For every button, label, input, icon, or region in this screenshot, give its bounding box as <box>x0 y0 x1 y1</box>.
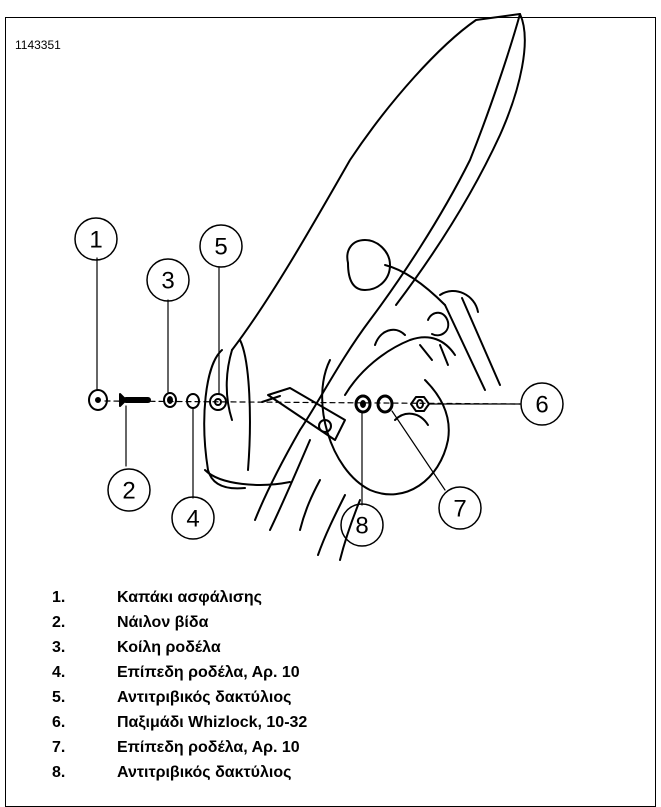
mirror-drawing <box>346 239 501 391</box>
figure-id: 1143351 <box>15 38 61 52</box>
callout-label-2: 2 <box>122 478 135 505</box>
legend-text: Αντιτριβικός δακτύλιος <box>117 764 292 781</box>
legend-text: Παξιμάδι Whizlock, 10-32 <box>117 714 308 731</box>
legend-number: 4. <box>52 664 66 681</box>
legend-number: 5. <box>52 689 66 706</box>
lower-housing-drawing <box>299 328 456 561</box>
callout-circle-2 <box>107 468 151 512</box>
clamp-bracket-drawing <box>261 387 346 441</box>
legend-number: 1. <box>52 589 66 606</box>
legend-text: Καπάκι ασφάλισης <box>117 589 262 606</box>
legend-number: 3. <box>52 639 66 656</box>
callout-circle-6 <box>520 382 564 426</box>
legend-number: 7. <box>52 739 66 756</box>
legend-item: 2. Νάιλον βίδα <box>0 613 661 633</box>
legend-item: 3. Κοίλη ροδέλα <box>0 638 661 658</box>
exploded-parts-diagram: 1 2 3 4 5 6 7 8 <box>74 13 564 561</box>
fork-leg-drawing <box>203 339 311 531</box>
callout-label-6: 6 <box>535 392 548 419</box>
callout-label-5: 5 <box>214 234 227 261</box>
legend-item: 7. Επίπεδη ροδέλα, Αρ. 10 <box>0 738 661 758</box>
callout-label-3: 3 <box>161 268 174 295</box>
callout-label-7: 7 <box>453 496 466 523</box>
legend-item: 4. Επίπεδη ροδέλα, Αρ. 10 <box>0 663 661 683</box>
callout-label-4: 4 <box>186 506 199 533</box>
leader-lines <box>96 257 521 506</box>
callout-circle-7 <box>438 486 482 530</box>
legend-item: 6. Παξιμάδι Whizlock, 10-32 <box>0 713 661 733</box>
windshield-drawing <box>225 13 526 431</box>
legend-number: 6. <box>52 714 66 731</box>
legend-item: 5. Αντιτριβικός δακτύλιος <box>0 688 661 708</box>
legend-number: 2. <box>52 614 66 631</box>
legend-text: Αντιτριβικός δακτύλιος <box>117 689 292 706</box>
callout-circle-4 <box>171 496 215 540</box>
legend-text: Νάιλον βίδα <box>117 614 209 631</box>
callout-circle-3 <box>146 258 190 302</box>
legend-text: Επίπεδη ροδέλα, Αρ. 10 <box>117 664 300 681</box>
legend-number: 8. <box>52 764 66 781</box>
legend-text: Κοίλη ροδέλα <box>117 639 221 656</box>
legend-item: 8. Αντιτριβικός δακτύλιος <box>0 763 661 783</box>
callout-circle-8 <box>340 503 384 547</box>
callout-label-8: 8 <box>355 513 368 540</box>
callout-label-1: 1 <box>89 227 102 254</box>
hardware-stack <box>88 389 521 414</box>
callout-circle-1 <box>74 217 118 261</box>
legend-item: 1. Καπάκι ασφάλισης <box>0 588 661 608</box>
legend-text: Επίπεδη ροδέλα, Αρ. 10 <box>117 739 300 756</box>
callout-circles <box>74 217 564 547</box>
callout-circle-5 <box>199 224 243 268</box>
